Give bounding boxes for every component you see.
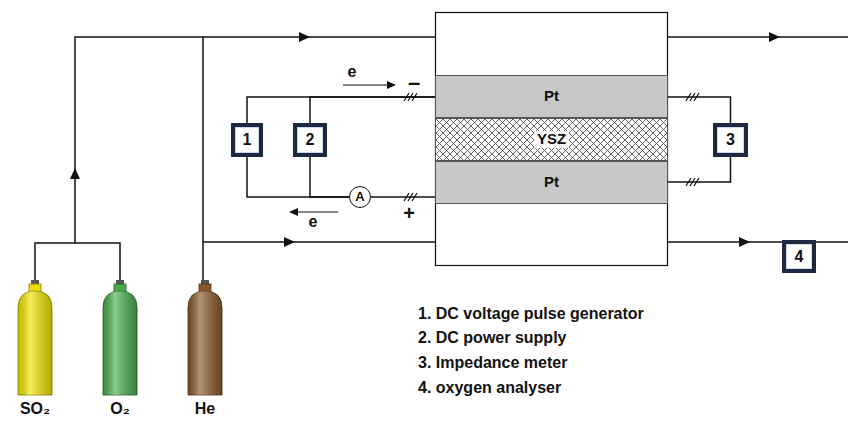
gas-cylinder xyxy=(18,280,52,395)
electron-arrowhead xyxy=(289,208,298,216)
electrical-wire xyxy=(247,97,435,123)
callout-number: 2 xyxy=(306,131,315,149)
polarity-sign: – xyxy=(408,71,420,95)
helium-line xyxy=(202,37,204,282)
mix-line xyxy=(35,243,120,284)
layer-label: Pt xyxy=(544,174,559,191)
device-box: 2 xyxy=(293,123,327,157)
electrical-wire xyxy=(371,196,435,198)
gas-cylinder xyxy=(103,280,137,395)
device-box: 4 xyxy=(782,240,816,273)
gas-cylinder xyxy=(188,280,222,395)
electron-arrow xyxy=(297,211,338,212)
outlet-line xyxy=(668,241,782,243)
electrical-wire xyxy=(668,157,731,182)
electron-arrows xyxy=(289,81,396,216)
callout-number: 4 xyxy=(795,248,804,266)
reactor-housing xyxy=(436,13,668,266)
helium-branch xyxy=(203,241,435,243)
gas-name: He xyxy=(195,400,215,418)
legend-line: 2. DC power supply xyxy=(418,329,566,347)
callout-number: 1 xyxy=(243,131,252,149)
outlet-line xyxy=(668,36,848,38)
electrode-layer: Pt xyxy=(435,161,668,204)
device-box: 1 xyxy=(231,123,263,157)
legend-line: 1. DC voltage pulse generator xyxy=(418,305,644,323)
device-box: 3 xyxy=(713,123,748,157)
gas-name: SO₂ xyxy=(20,400,50,418)
layer-label: YSZ xyxy=(534,131,569,148)
flow-arrowhead xyxy=(299,32,310,42)
electrical-wire xyxy=(310,157,349,197)
electrical-wire xyxy=(247,157,349,197)
flow-arrowhead xyxy=(739,237,750,247)
ammeter-circle: A xyxy=(349,186,371,208)
meter-symbol: A xyxy=(355,190,364,204)
callout-number: 3 xyxy=(726,131,735,149)
legend-line: 4. oxygen analyser xyxy=(418,379,561,397)
gas-lines xyxy=(35,37,848,284)
flow-arrowhead xyxy=(284,237,295,247)
flow-arrowhead xyxy=(769,32,780,42)
gas-name: O₂ xyxy=(110,400,130,418)
feed-line xyxy=(75,37,435,243)
flow-arrowhead xyxy=(70,168,80,179)
flow-arrows xyxy=(70,32,780,247)
legend-line: 3. Impedance meter xyxy=(418,354,567,372)
charge-carrier: e xyxy=(309,213,318,231)
electrolyte-layer: YSZ xyxy=(435,118,668,161)
charge-carrier: e xyxy=(348,63,357,81)
electron-arrow xyxy=(343,84,388,85)
layer-label: Pt xyxy=(544,88,559,105)
outlet-line xyxy=(816,241,848,243)
electrical-wire xyxy=(668,97,731,123)
electron-arrowhead xyxy=(387,81,396,89)
electrode-layer: Pt xyxy=(435,75,668,118)
electrical-wire xyxy=(310,97,435,123)
polarity-sign: + xyxy=(403,202,415,224)
